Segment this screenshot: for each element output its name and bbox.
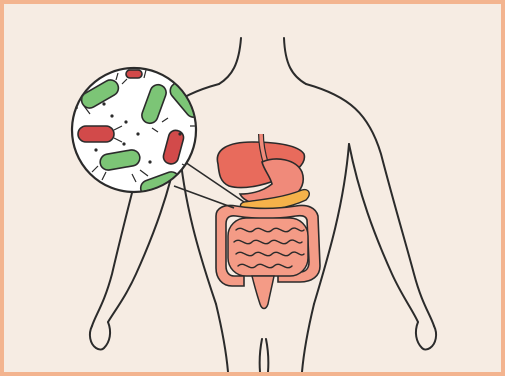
rectum: [252, 276, 274, 309]
magnifier-callout: [56, 68, 205, 206]
digestive-system-illustration: [4, 4, 501, 372]
